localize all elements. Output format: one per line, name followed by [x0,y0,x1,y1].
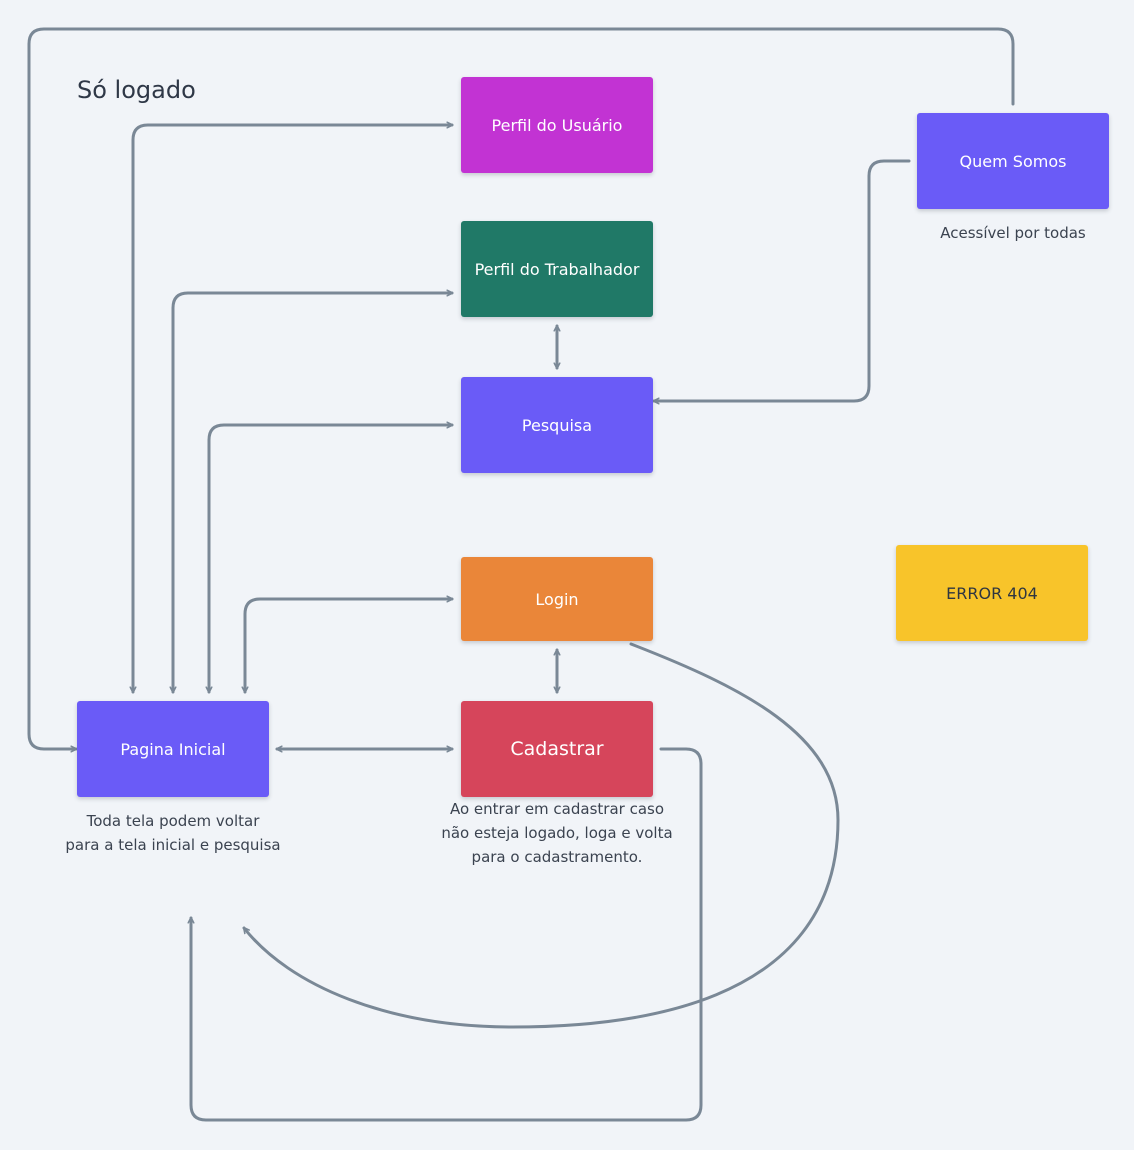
connector-login-curve-return [242,642,840,1029]
connector-quemsomos-inicial [27,27,1015,749]
node-pagina-inicial[interactable]: Pagina Inicial [77,701,269,797]
heading-so-logado: Só logado [77,76,196,104]
node-label: Login [535,589,579,609]
connector-inicial-pesquisa [209,425,454,694]
note-cadastrar: Ao entrar em cadastrar caso não esteja l… [427,797,687,869]
node-label: Perfil do Trabalhador [474,259,640,279]
node-login[interactable]: Login [461,557,653,641]
node-pesquisa[interactable]: Pesquisa [461,377,653,473]
note-pagina-inicial: Toda tela podem voltar para a tela inici… [40,809,306,857]
node-perfil-trabalhador[interactable]: Perfil do Trabalhador [461,221,653,317]
note-line: Toda tela podem voltar [86,812,260,830]
note-line: para a tela inicial e pesquisa [65,836,281,854]
node-label: Quem Somos [959,151,1067,171]
node-cadastrar[interactable]: Cadastrar [461,701,653,797]
connector-inicial-perfil-usuario [133,125,454,694]
connector-cadastrar-bottom-return [191,747,703,1122]
note-line: não esteja logado, loga e volta [441,824,673,842]
node-error-404[interactable]: ERROR 404 [896,545,1088,641]
note-acessivel-por-todas: Acessível por todas [940,224,1086,242]
connector-quemsomos-pesquisa [652,159,911,401]
node-quem-somos[interactable]: Quem Somos [917,113,1109,209]
node-label: Cadastrar [510,738,604,760]
note-line: Ao entrar em cadastrar caso [449,800,665,818]
node-perfil-usuario[interactable]: Perfil do Usuário [461,77,653,173]
connector-inicial-perfil-trabalhador [173,293,454,694]
note-line: para o cadastramento. [471,848,643,866]
node-label: Pagina Inicial [120,739,226,759]
node-label: ERROR 404 [946,583,1038,603]
connector-inicial-login [245,599,454,694]
node-label: Pesquisa [521,415,593,435]
node-label: Perfil do Usuário [491,115,623,135]
